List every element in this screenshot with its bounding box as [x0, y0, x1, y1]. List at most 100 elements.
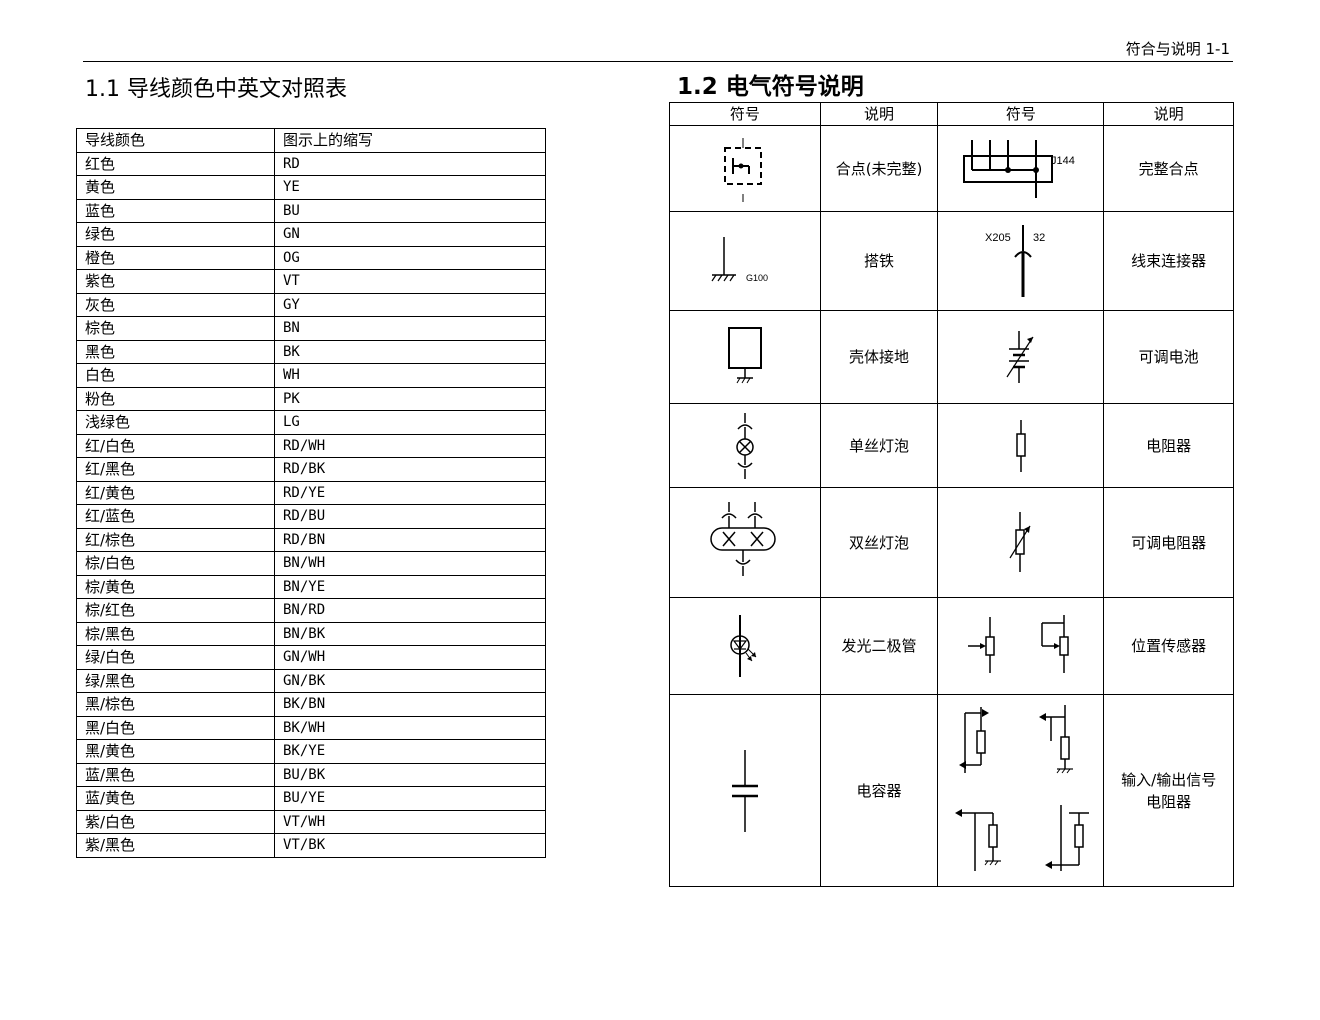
single-filament-bulb-icon: [736, 412, 754, 479]
resistor-symbol: [937, 403, 1105, 488]
wire-color-abbr: RD/BN: [274, 527, 546, 552]
wire-color-abbr: BN/YE: [274, 574, 546, 599]
wire-color-abbr: OG: [274, 245, 546, 270]
single-filament-bulb-symbol: [669, 403, 821, 488]
wire-color-name: 黑/棕色: [76, 692, 275, 717]
symbol-row: 合点(未完整) J144 完整合点: [669, 125, 1234, 212]
wire-color-abbr: GN: [274, 222, 546, 247]
symbol-row: 电容器: [669, 694, 1234, 887]
symbol-desc: 可调电池: [1103, 310, 1234, 404]
wire-color-abbr: YE: [274, 175, 546, 200]
case-ground-icon: [727, 327, 762, 384]
complete-contact-icon: J144: [962, 139, 1075, 198]
wire-color-name: 棕/黄色: [76, 574, 275, 599]
header-desc-2: 说明: [1103, 102, 1234, 126]
wire-color-abbr: LG: [274, 410, 546, 435]
wire-color-abbr: RD/WH: [274, 433, 546, 458]
symbol-desc: 完整合点: [1103, 125, 1234, 212]
wire-color-name: 棕/白色: [76, 551, 275, 576]
wire-color-abbr: VT/BK: [274, 833, 546, 858]
wire-color-abbr: BK/YE: [274, 739, 546, 764]
symbol-desc: 输入/输出信号电阻器: [1103, 694, 1234, 887]
wire-color-abbr: BK: [274, 339, 546, 364]
wire-color-name: 绿/白色: [76, 645, 275, 670]
symbol-row: G100 搭铁 X205 32 线束连接器: [669, 211, 1234, 311]
wire-color-name: 红/蓝色: [76, 504, 275, 529]
led-icon: [730, 615, 757, 677]
symbol-desc: 合点(未完整): [819, 125, 939, 212]
wire-color-name: 棕/黑色: [76, 621, 275, 646]
connector-label-b: 32: [1033, 232, 1045, 244]
complete-contact-symbol: J144: [937, 125, 1105, 212]
capacitor-symbol: [669, 694, 821, 887]
capacitor-icon: [731, 749, 758, 832]
wire-color-name: 绿色: [76, 222, 275, 247]
variable-resistor-icon: [1009, 511, 1031, 572]
wire-color-name: 棕/红色: [76, 598, 275, 623]
position-sensor-symbol: [937, 597, 1105, 695]
symbol-row: 单丝灯泡 电阻器: [669, 403, 1234, 488]
dual-filament-bulb-icon: [710, 501, 776, 576]
wire-color-abbr: BK/BN: [274, 692, 546, 717]
wire-color-name: 红/黑色: [76, 457, 275, 482]
wire-color-name: 紫/白色: [76, 809, 275, 834]
wire-color-abbr: WH: [274, 363, 546, 388]
wire-color-name: 灰色: [76, 292, 275, 317]
header-desc-1: 说明: [819, 102, 939, 126]
ground-symbol: G100: [669, 211, 821, 311]
wire-color-abbr: RD/BK: [274, 457, 546, 482]
page-header-label: 符合与说明 1-1: [1125, 40, 1230, 58]
harness-connector-icon: X205 32: [985, 225, 1045, 297]
symbol-desc: 线束连接器: [1103, 211, 1234, 311]
wire-color-name: 橙色: [76, 245, 275, 270]
dual-filament-bulb-symbol: [669, 487, 821, 598]
wire-color-name: 紫色: [76, 269, 275, 294]
ground-id-label: G100: [746, 273, 768, 283]
symbol-table: 符号 说明 符号 说明 合点(未完整): [669, 102, 1234, 887]
wire-color-name: 棕色: [76, 316, 275, 341]
wire-color-abbr: GN/BK: [274, 668, 546, 693]
header-rule: [83, 61, 1233, 62]
variable-battery-symbol: [937, 310, 1105, 404]
wire-color-name: 黄色: [76, 175, 275, 200]
wire-color-abbr: VT/WH: [274, 809, 546, 834]
io-signal-resistor-symbol: [937, 694, 1105, 887]
wire-color-abbr: BN/WH: [274, 551, 546, 576]
wire-color-abbr: RD: [274, 151, 546, 176]
wire-color-name: 蓝/黑色: [76, 762, 275, 787]
wire-color-abbr: BK/WH: [274, 715, 546, 740]
wire-color-abbr: BN: [274, 316, 546, 341]
color-table-header: 导线颜色图示上的缩写: [76, 128, 546, 153]
ground-icon: G100: [711, 237, 768, 283]
wire-color-name: 红/黄色: [76, 480, 275, 505]
harness-connector-symbol: X205 32: [937, 211, 1105, 311]
section-1-title: 1.1 导线颜色中英文对照表: [85, 77, 347, 102]
section-2-title: 1.2 电气符号说明: [677, 74, 864, 100]
wire-color-abbr: VT: [274, 269, 546, 294]
wire-color-name: 红色: [76, 151, 275, 176]
symbol-row: 双丝灯泡 可调电阻器: [669, 487, 1234, 598]
symbol-desc: 壳体接地: [819, 310, 939, 404]
symbol-table-header: 符号 说明 符号 说明: [669, 102, 1234, 126]
wire-color-name: 蓝/黄色: [76, 786, 275, 811]
wire-color-abbr: GN/WH: [274, 645, 546, 670]
symbol-desc: 双丝灯泡: [819, 487, 939, 598]
symbol-desc: 电阻器: [1103, 403, 1234, 488]
wire-color-name: 黑色: [76, 339, 275, 364]
wire-color-name: 白色: [76, 363, 275, 388]
symbol-desc: 电容器: [819, 694, 939, 887]
